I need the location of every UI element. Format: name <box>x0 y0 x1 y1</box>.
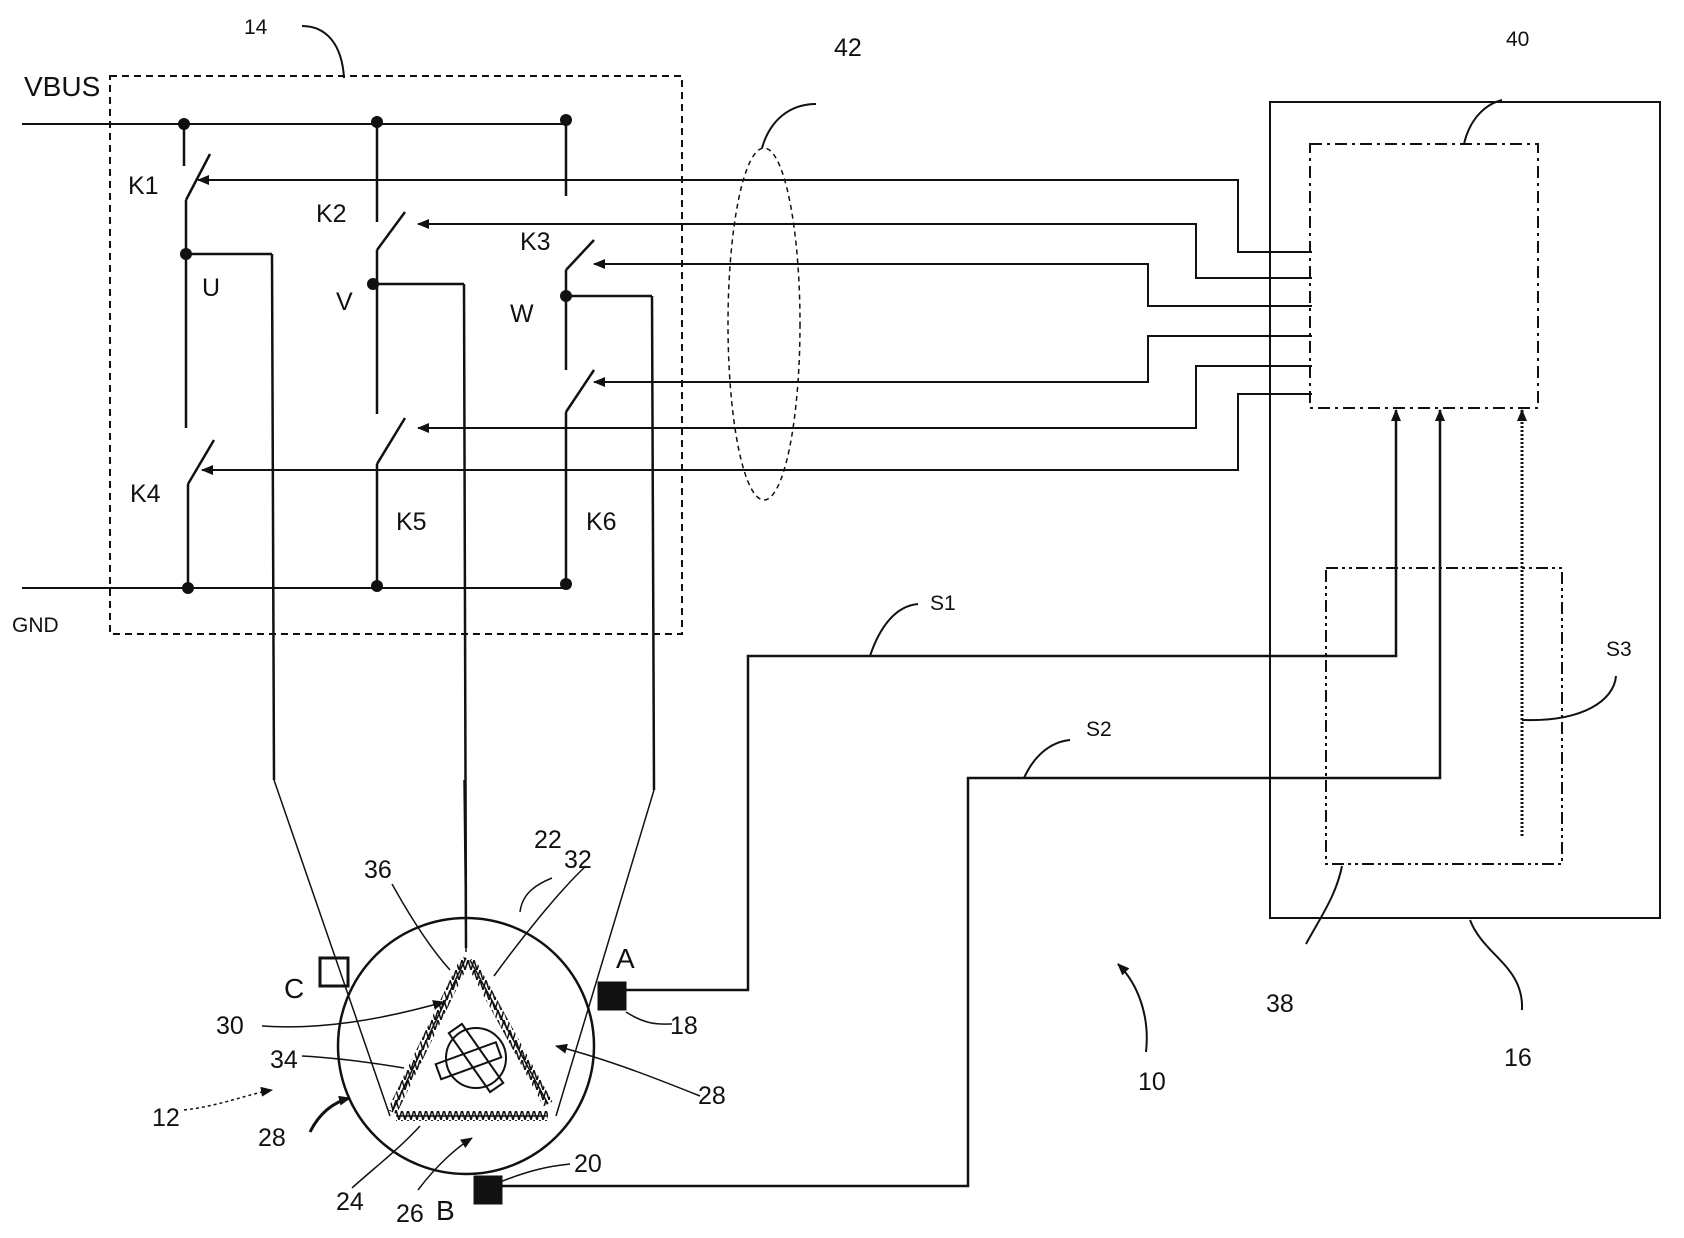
gate-line-k6 <box>594 336 1312 382</box>
switch-k5 <box>377 418 405 464</box>
phase-v-node <box>367 278 379 290</box>
leader-28-right <box>556 1046 700 1096</box>
gate-line-k4 <box>202 394 1312 470</box>
lead-w <box>556 790 654 1116</box>
signal-bundle-ellipse <box>728 148 800 500</box>
label-v: V <box>336 288 353 316</box>
switch-k3 <box>566 240 594 270</box>
label-k1: K1 <box>128 172 159 200</box>
label-34: 34 <box>270 1046 298 1074</box>
leader-28-left <box>310 1098 350 1132</box>
leader-18 <box>626 1012 672 1024</box>
gate-line-k2 <box>418 224 1312 278</box>
label-22: 22 <box>534 826 562 854</box>
gate-line-k5 <box>418 366 1312 428</box>
leader-32 <box>494 866 586 976</box>
label-32: 32 <box>564 846 592 874</box>
label-28-left: 28 <box>258 1124 286 1152</box>
controller-box <box>1270 102 1660 918</box>
label-vbus: VBUS <box>24 71 100 102</box>
label-10: 10 <box>1138 1068 1166 1096</box>
sensor-signal-lines <box>492 410 1522 1186</box>
gate-line-k1 <box>198 180 1312 252</box>
label-42: 42 <box>834 34 862 62</box>
phase-w-leg <box>566 120 654 790</box>
sensor-a <box>598 982 626 1010</box>
inverter-dashed-border <box>110 76 682 634</box>
gate-signal-lines <box>198 180 1312 470</box>
signal-s1-line <box>612 410 1396 990</box>
switch-k6 <box>566 370 594 412</box>
label-18: 18 <box>670 1012 698 1040</box>
stator-circle <box>338 918 594 1174</box>
leader-s1 <box>870 604 918 656</box>
leader-s2 <box>1024 740 1070 778</box>
label-12: 12 <box>152 1104 180 1132</box>
label-s2: S2 <box>1086 718 1112 741</box>
label-gnd: GND <box>12 614 59 637</box>
leader-14 <box>302 26 344 78</box>
phase-u-node <box>180 248 192 260</box>
label-30: 30 <box>216 1012 244 1040</box>
label-k5: K5 <box>396 508 427 536</box>
gate-line-k3 <box>594 264 1312 306</box>
label-16: 16 <box>1504 1044 1532 1072</box>
label-28-right: 28 <box>698 1082 726 1110</box>
label-sensor-c: C <box>284 973 304 1004</box>
phase-w-node <box>560 290 572 302</box>
switch-k1 <box>186 154 210 200</box>
label-40: 40 <box>1506 28 1529 51</box>
sensor-b <box>474 1176 502 1204</box>
leader-s3 <box>1522 676 1616 720</box>
switch-k4 <box>188 440 214 484</box>
leader-30 <box>262 1002 444 1027</box>
label-w: W <box>510 300 534 328</box>
label-36: 36 <box>364 856 392 884</box>
leader-12 <box>184 1090 272 1110</box>
switch-k2 <box>377 212 405 250</box>
label-sensor-b: B <box>436 1195 455 1226</box>
leader-10 <box>1118 964 1147 1052</box>
label-14: 14 <box>244 16 268 39</box>
label-sensor-a: A <box>616 943 635 974</box>
label-u: U <box>202 274 220 302</box>
label-k3: K3 <box>520 228 551 256</box>
label-s1: S1 <box>930 592 956 615</box>
signal-s2-line <box>492 410 1440 1186</box>
leader-38 <box>1306 866 1342 944</box>
position-decoder-box <box>1326 568 1562 864</box>
gate-driver-box <box>1310 144 1538 408</box>
leader-42 <box>762 104 816 148</box>
label-38: 38 <box>1266 990 1294 1018</box>
leader-34 <box>302 1056 404 1068</box>
label-k6: K6 <box>586 508 617 536</box>
leader-40 <box>1464 100 1502 144</box>
leader-26 <box>418 1138 472 1190</box>
label-k4: K4 <box>130 480 161 508</box>
label-k2: K2 <box>316 200 347 228</box>
label-s3: S3 <box>1606 638 1632 661</box>
label-26: 26 <box>396 1200 424 1228</box>
phase-u-leg <box>184 124 274 780</box>
label-20: 20 <box>574 1150 602 1178</box>
leader-16 <box>1470 920 1522 1010</box>
inverter-block <box>22 76 682 948</box>
label-24: 24 <box>336 1188 364 1216</box>
leader-24 <box>352 1126 420 1188</box>
rotor <box>436 1024 506 1092</box>
